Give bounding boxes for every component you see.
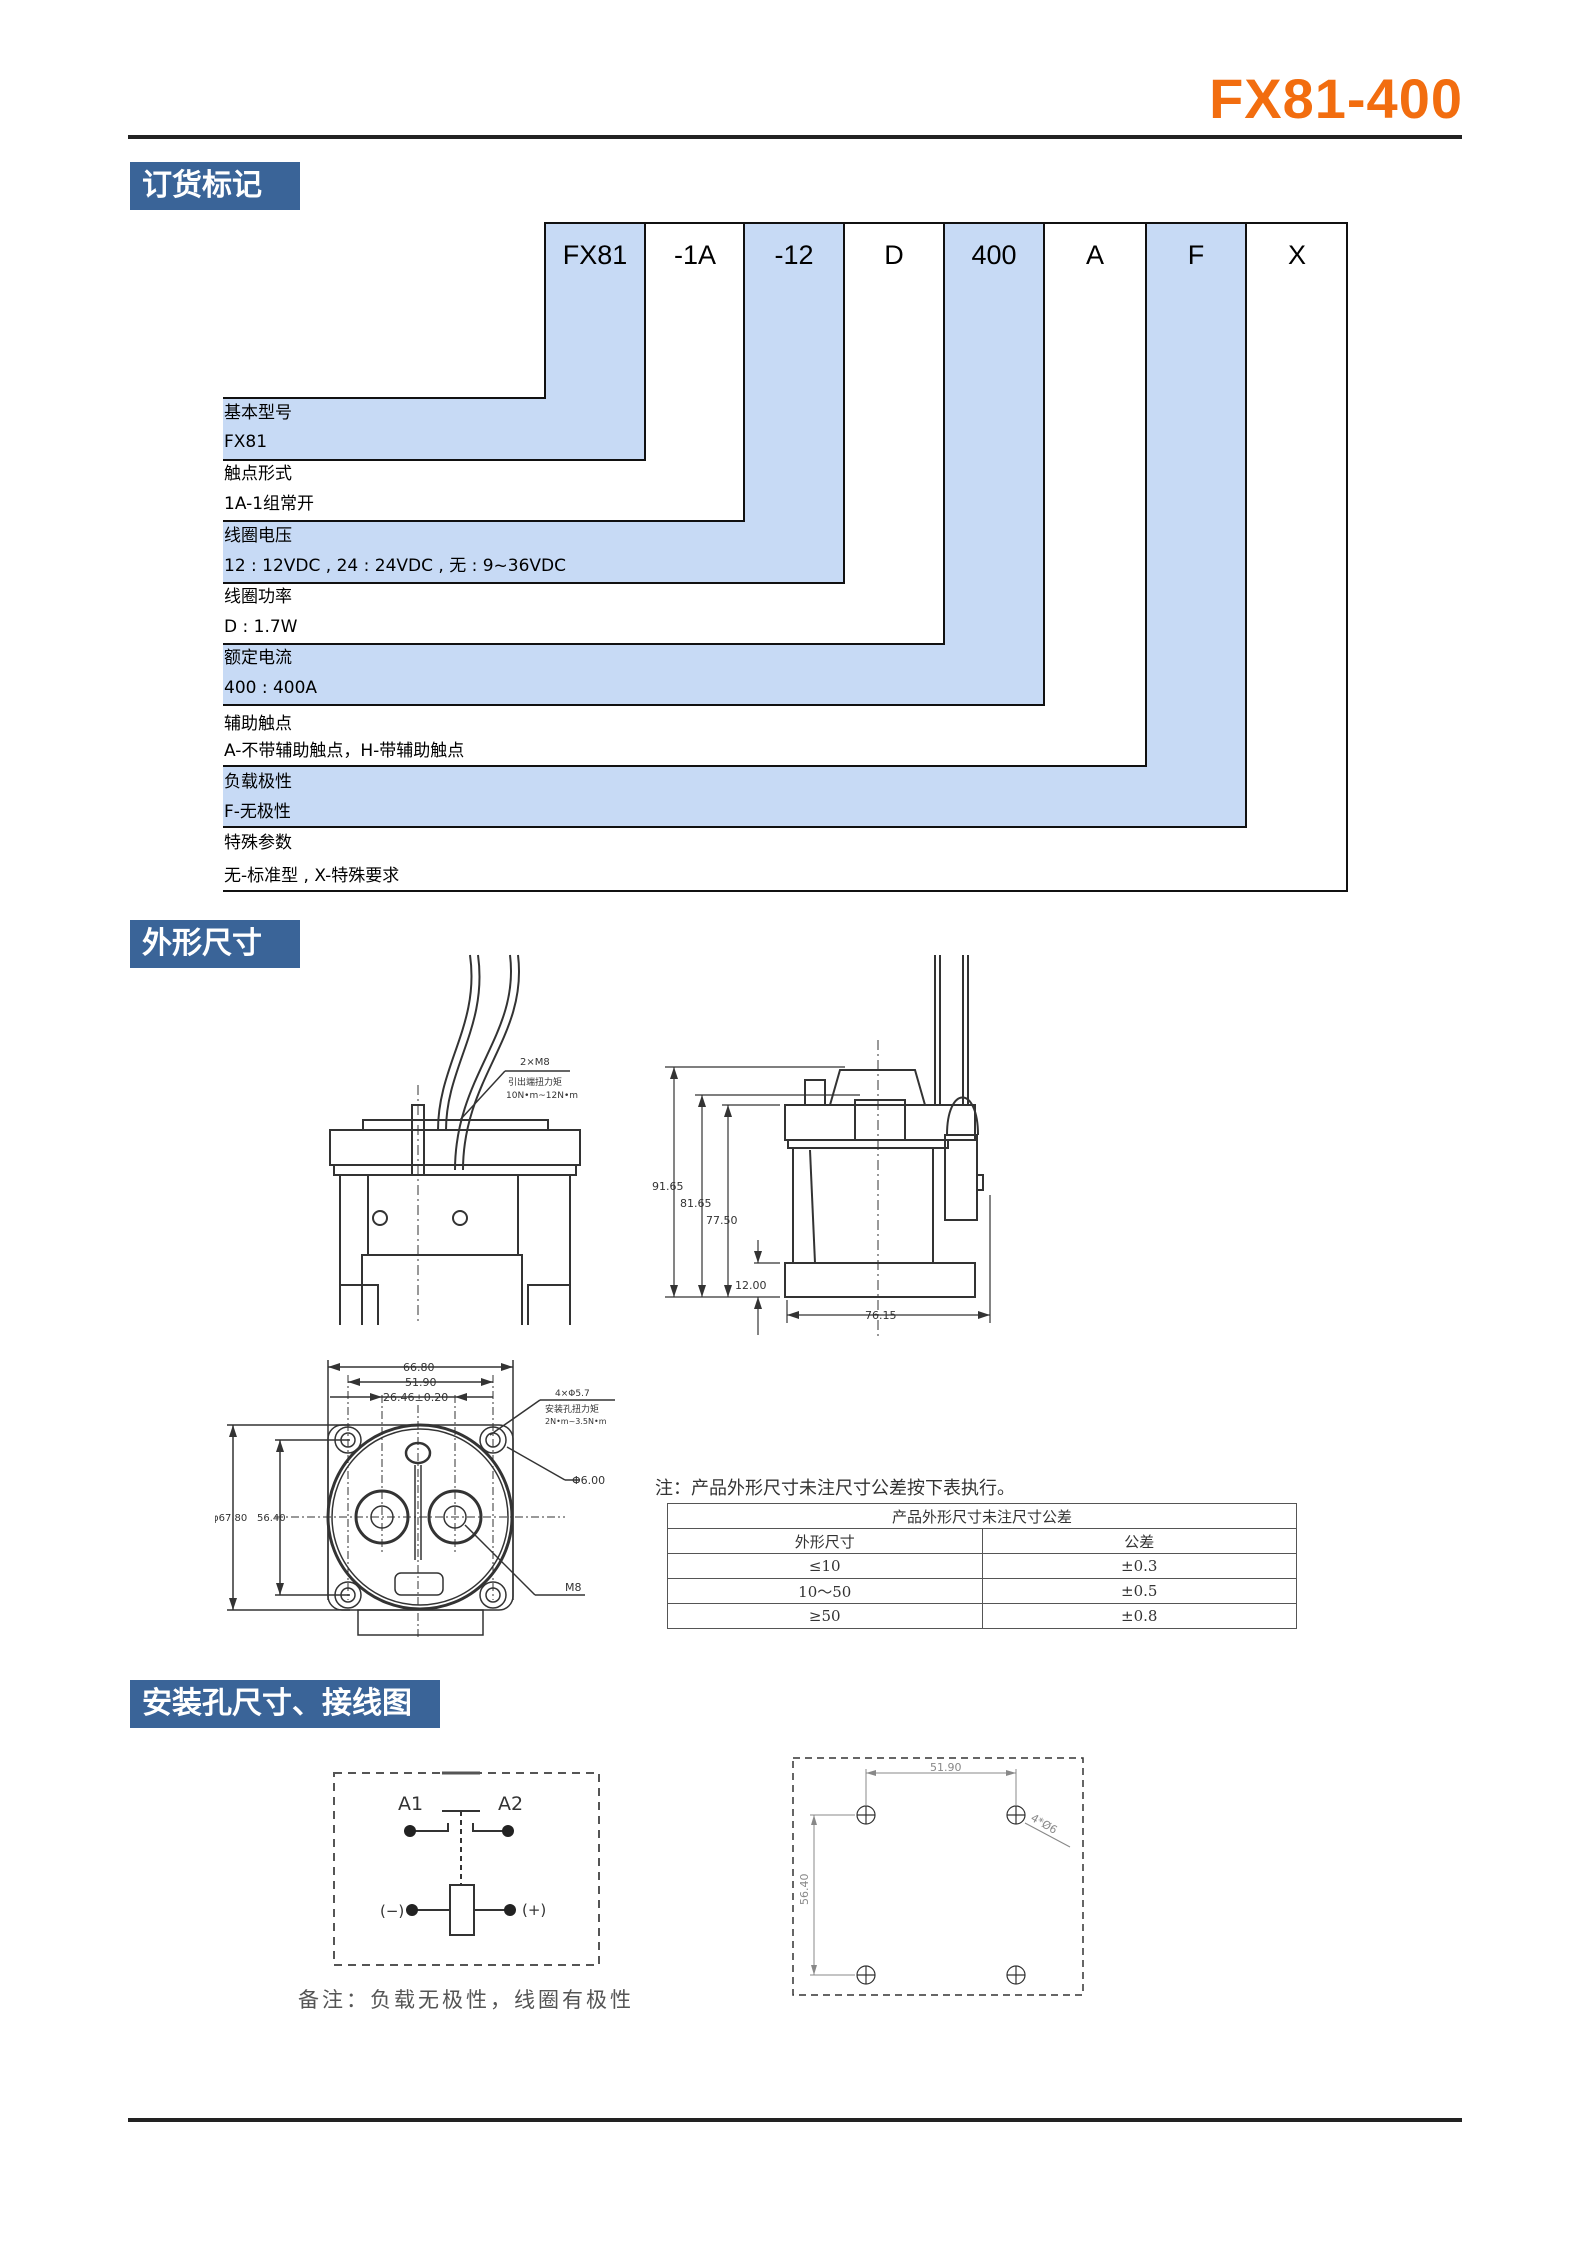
bottom-view-drawing: 66.80 51.90 26.46±0.20 φ67.80 56.40 4×Φ5… [215,1360,615,1640]
dim-81-65: 81.65 [680,1197,712,1210]
section-dimensions-heading: 外形尺寸 [130,920,300,968]
tolerance-value: ±0.3 [981,1553,1297,1579]
dim-diameter-67-80: φ67.80 [215,1513,247,1524]
front-callout-torque-value: 10N•m~12N•m [506,1091,578,1101]
front-view-drawing: 2×M8 引出端扭力矩 10N•m~12N•m [329,954,581,1325]
dim-26-46: 26.46±0.20 [383,1391,448,1404]
dim-56-40: 56.40 [257,1513,286,1524]
footer-rule [128,2118,1462,2122]
tolerance-table-title: 产品外形尺寸未注尺寸公差 [667,1503,1297,1529]
tolerance-range: 10～50 [667,1578,983,1604]
dim-66-80: 66.80 [403,1361,435,1374]
row-fill-base [223,398,645,460]
section-mounting-wiring-heading: 安装孔尺寸、接线图 [130,1680,440,1728]
tolerance-value: ±0.5 [981,1578,1297,1604]
terminal-a1-label: A1 [398,1793,423,1815]
row-fill-polarity [223,767,1246,827]
table-row: ≤10 ±0.3 [667,1553,1297,1579]
section-ordering-heading: 订货标记 [130,162,300,210]
front-callout-qty: 2×M8 [520,1057,550,1068]
field-name: 线圈功率 [224,587,292,607]
terminal-a2-dot [502,1825,514,1837]
dim-51-90: 51.90 [405,1376,437,1389]
header-rule [128,135,1462,139]
field-name: 特殊参数 [224,833,292,853]
code-segment: FX81 [562,240,628,270]
coil-positive-dot [504,1904,516,1916]
code-segment: -12 [774,240,814,270]
field-value: 400 : 400A [224,678,318,698]
table-row: ≥50 ±0.8 [667,1603,1297,1629]
table-row: 10～50 ±0.5 [667,1578,1297,1604]
mounting-hole-diagram: 51.90 56.40 4*Ø6 [792,1757,1084,1996]
wiring-diagram: A1 A2 (−) (+) [333,1771,600,1966]
dim-76-15: 76.15 [865,1309,897,1322]
hole-callout-torque-label: 安装孔扭力矩 [545,1403,599,1415]
terminal-a1-dot [404,1825,416,1837]
field-name: 基本型号 [224,403,292,423]
hole-callout-torque-value: 2N•m~3.5N•m [545,1417,607,1426]
model-title: FX81-400 [1209,67,1463,130]
field-name: 线圈电压 [224,526,292,546]
tolerance-note: 注：产品外形尺寸未注尺寸公差按下表执行。 [655,1478,1015,1499]
mounting-height-label: 56.40 [798,1874,811,1906]
code-segment: D [884,240,904,270]
mounting-width-label: 51.90 [930,1761,962,1774]
dim-12-00: 12.00 [735,1279,767,1292]
field-value: 无-标准型 , X-特殊要求 [224,866,400,886]
tolerance-header-tolerance: 公差 [981,1528,1297,1554]
dim-hole-diameter: Φ6.00 [572,1474,605,1487]
row-fill-voltage [223,522,844,583]
tolerance-value: ±0.8 [981,1603,1297,1629]
code-segment: -1A [673,240,717,270]
field-name: 触点形式 [224,464,292,484]
code-segment: X [1287,240,1306,270]
field-value: D : 1.7W [224,617,298,637]
code-segment: 400 [971,240,1017,270]
dim-77-50: 77.50 [706,1214,738,1227]
dim-thread-m8: M8 [565,1581,582,1594]
field-name: 额定电流 [224,648,292,668]
field-value: A-不带辅助触点，H-带辅助触点 [224,741,465,761]
field-value: FX81 [224,432,268,452]
field-value: F-无极性 [224,802,291,822]
coil-negative-label: (−) [380,1902,404,1920]
side-view-drawing: 91.65 81.65 77.50 12.00 76.15 [652,955,991,1340]
coil-positive-label: (+) [522,1901,546,1919]
coil-negative-dot [406,1904,418,1916]
dim-91-65: 91.65 [652,1180,684,1193]
wiring-note: 备注：负载无极性，线圈有极性 [298,1988,634,2012]
field-value: 1A-1组常开 [224,494,315,514]
tolerance-header-dimension: 外形尺寸 [667,1528,983,1554]
code-fill-current [944,223,1044,706]
tolerance-range: ≤10 [667,1553,983,1579]
field-value: 12 : 12VDC , 24 : 24VDC , 无 : 9~36VDC [224,556,567,576]
field-name: 负载极性 [224,772,292,792]
field-name: 辅助触点 [224,714,292,734]
tolerance-table: 产品外形尺寸未注尺寸公差 外形尺寸 公差 ≤10 ±0.3 10～50 ±0.5… [667,1503,1297,1629]
code-segment: A [1085,240,1104,270]
front-callout-torque-label: 引出端扭力矩 [508,1076,562,1088]
terminal-a2-label: A2 [498,1793,523,1815]
code-fill-polarity [1146,223,1246,827]
code-segment: F [1187,240,1205,270]
tolerance-range: ≥50 [667,1603,983,1629]
row-fill-current [223,645,1044,706]
hole-callout-qty: 4×Φ5.7 [555,1389,590,1399]
